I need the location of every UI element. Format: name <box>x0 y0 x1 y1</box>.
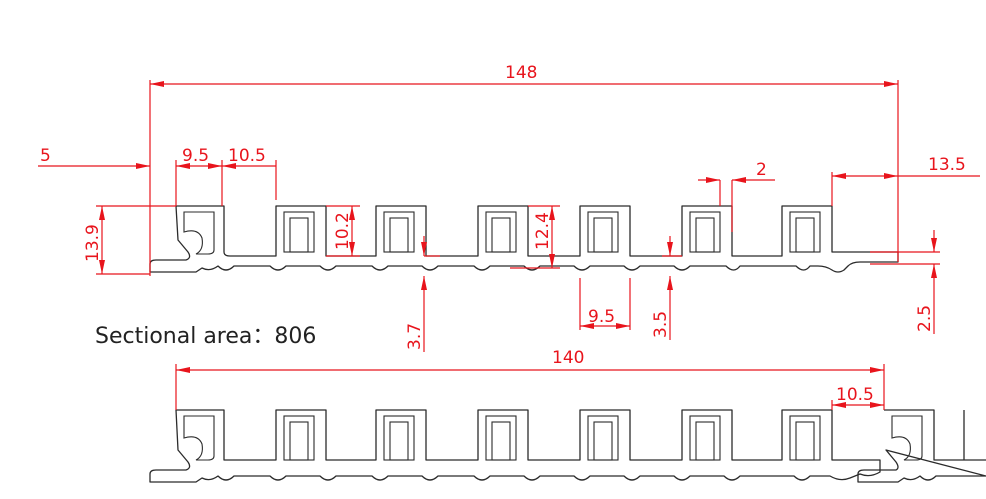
dim-slot-width-top: 9.5 <box>182 146 209 166</box>
dim-slot-width-bottom: 9.5 <box>588 307 615 327</box>
dim-lower-overall-width: 140 <box>552 348 584 368</box>
upper-slots <box>283 211 821 253</box>
dim-left-offset: 5 <box>40 146 51 166</box>
dim-base-thickness: 3.5 <box>651 311 671 338</box>
lower-hook <box>183 415 215 461</box>
lower-profile-outline <box>149 409 881 483</box>
sectional-area-label: Sectional area：806 <box>95 324 317 349</box>
dim-slot-inner-height: 10.2 <box>333 212 353 250</box>
dimensions-lower: 140 10.5 <box>175 348 885 410</box>
dim-right-lip: 13.5 <box>928 155 966 175</box>
dim-lower-overlap: 10.5 <box>836 385 874 405</box>
adjoining-profile-outline <box>857 409 986 483</box>
dim-right-lip-thickness: 2.5 <box>915 305 935 332</box>
upper-profile <box>149 205 899 273</box>
dim-overall-width: 148 <box>505 63 537 83</box>
upper-profile-outline <box>149 205 899 273</box>
dim-web-thickness: 3.7 <box>405 323 425 350</box>
upper-hook <box>183 211 215 255</box>
dim-rib-height: 12.4 <box>533 212 553 250</box>
dim-pitch-gap: 10.5 <box>228 146 266 166</box>
dimensions-upper: 148 5 9.5 10.5 13.9 10.2 1 <box>38 63 980 352</box>
adjoining-hook <box>891 415 923 461</box>
dim-gap-2: 2 <box>756 160 767 180</box>
lower-profile <box>149 409 986 483</box>
dim-overall-height: 13.9 <box>83 224 103 262</box>
lower-slots <box>283 415 821 461</box>
